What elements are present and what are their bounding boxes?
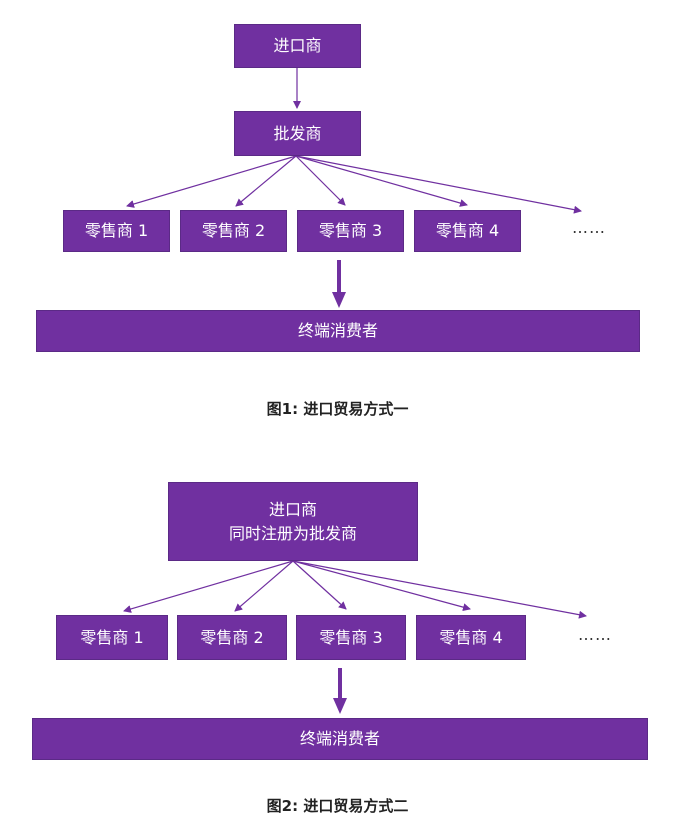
retailer-1-box: 零售商 1 [56, 615, 168, 660]
retailer-2-box: 零售商 2 [177, 615, 287, 660]
retailer-3-box: 零售商 3 [296, 615, 406, 660]
arrow-importer2-to-retailer-2 [234, 560, 294, 612]
retailer-4-box: 零售商 4 [414, 210, 521, 252]
retailer-4-label: 零售商 4 [435, 221, 500, 240]
retailer-3-label: 零售商 3 [319, 627, 383, 647]
wholesaler-label: 批发商 [273, 123, 322, 143]
more-retailers-ellipsis: …… [572, 218, 606, 237]
wholesaler-box: 批发商 [234, 111, 361, 156]
consumer-box: 终端消费者 [36, 310, 640, 352]
retailer-3-label: 零售商 3 [318, 221, 383, 240]
importer-label: 进口商 [268, 499, 317, 519]
importer-box: 进口商 [234, 24, 361, 68]
figure-1-caption: 图1: 进口贸易方式一 [266, 400, 409, 418]
consumer-box: 终端消费者 [32, 718, 648, 760]
retailer-4-label: 零售商 4 [439, 627, 503, 647]
arrow-wholesaler-to-more [295, 155, 582, 214]
arrow-wholesaler-to-retailer-1 [126, 155, 297, 208]
consumer-label: 终端消费者 [297, 321, 378, 340]
retailer-2-label: 零售商 2 [200, 627, 264, 647]
retailer-2-box: 零售商 2 [180, 210, 287, 252]
arrow-importer2-to-retailer-3 [292, 560, 347, 610]
importer-wholesaler-box: 进口商 同时注册为批发商 [168, 482, 418, 561]
arrow-wholesaler-to-retailer-2 [235, 155, 297, 207]
figure-2-caption: 图2: 进口贸易方式二 [266, 797, 409, 815]
registered-wholesaler-label: 同时注册为批发商 [228, 523, 357, 543]
retailer-4-box: 零售商 4 [416, 615, 526, 660]
arrow-wholesaler-to-retailer-3 [295, 155, 346, 206]
consumer-label: 终端消费者 [299, 729, 380, 748]
importer-label: 进口商 [273, 36, 322, 55]
arrow-wholesaler-to-retailer-4 [295, 155, 468, 207]
retailer-1-label: 零售商 1 [80, 627, 144, 647]
arrow-importer2-to-more [292, 560, 587, 619]
retailer-3-box: 零售商 3 [297, 210, 404, 252]
arrow-importer2-to-retailer-1 [123, 560, 294, 613]
retailer-1-label: 零售商 1 [84, 221, 149, 240]
more-retailers-ellipsis: …… [578, 625, 612, 644]
arrow-importer2-to-retailer-4 [292, 560, 471, 612]
retailer-2-label: 零售商 2 [201, 221, 266, 240]
retailer-1-box: 零售商 1 [63, 210, 170, 252]
